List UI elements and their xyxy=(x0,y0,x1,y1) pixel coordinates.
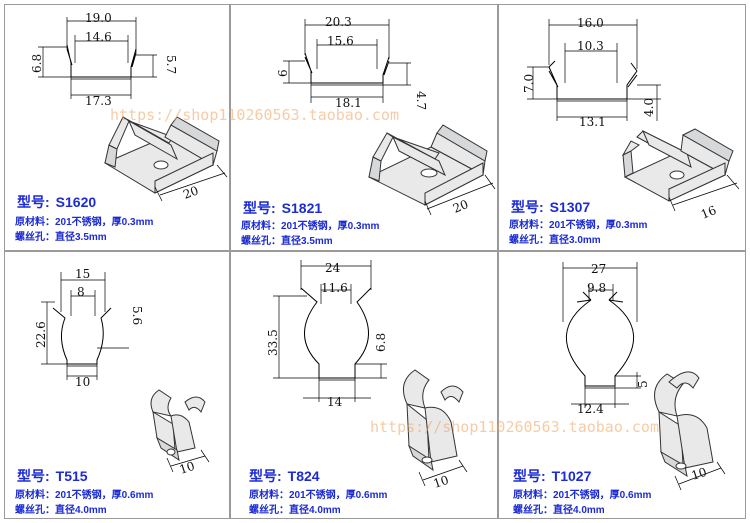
model-label: 型号:S1307 xyxy=(511,199,591,215)
spec-material: 原材料：201不锈钢，厚0.3mm xyxy=(15,217,154,228)
panel-t824: 24 11.6 33.5 6.8 14 10 型号:T824 原材料：201不锈… xyxy=(230,251,498,519)
model-label: 型号:S1821 xyxy=(243,200,323,216)
spec-material: 原材料：201不锈钢，厚0.6mm xyxy=(249,490,388,501)
dim-bottom-width: 10 xyxy=(75,375,90,389)
dim-top-width: 19.0 xyxy=(85,11,112,25)
dim-top-width: 15 xyxy=(75,267,90,281)
dim-left-height: 22.6 xyxy=(34,321,48,348)
dim-inner-width: 9.8 xyxy=(587,281,606,295)
clip-3d-t1027 xyxy=(654,371,714,478)
dim-right-height: 5 xyxy=(636,380,650,388)
model-code: S1307 xyxy=(549,199,591,215)
dim-top-width: 24 xyxy=(325,261,341,275)
model-label: 型号:T515 xyxy=(17,468,88,484)
model-label: 型号:T1027 xyxy=(513,468,592,484)
spec-material: 原材料：201不锈钢，厚0.6mm xyxy=(15,490,154,501)
dim-clip-length: 20 xyxy=(451,197,470,216)
watermark: https://shop110260563.taobao.com xyxy=(110,106,399,124)
model-code: S1620 xyxy=(55,194,97,210)
panel-s1620: 19.0 14.6 6.8 5.7 17.3 xyxy=(4,4,230,251)
model-code: T515 xyxy=(55,468,88,484)
model-code: S1821 xyxy=(281,200,323,216)
dim-right-height: 4.0 xyxy=(642,98,656,117)
dim-bottom-width: 12.4 xyxy=(577,402,604,416)
model-label: 型号:S1620 xyxy=(17,194,97,210)
spec-screw-hole: 螺丝孔：直径4.0mm xyxy=(513,505,605,516)
dim-left-height: 7.0 xyxy=(522,74,536,93)
dim-bottom-width: 13.1 xyxy=(579,115,606,129)
spec-screw-hole: 螺丝孔：直径3.0mm xyxy=(509,235,601,246)
dim-clip-length: 10 xyxy=(690,465,709,483)
drawing-s1821: 20.3 15.6 6 4.7 18.1 20 xyxy=(276,15,496,216)
model-label: 型号:T824 xyxy=(249,468,320,484)
drawing-s1307: 16.0 10.3 7.0 4.0 13.1 16 xyxy=(522,16,740,222)
dim-bottom-width: 18.1 xyxy=(335,96,362,110)
dim-left-height: 6.8 xyxy=(30,54,44,73)
drawing-s1620: 19.0 14.6 6.8 5.7 17.3 xyxy=(30,11,228,202)
clip-3d-t515 xyxy=(150,389,206,462)
spec-screw-hole: 螺丝孔：直径3.5mm xyxy=(241,236,333,247)
dim-inner-width: 10.3 xyxy=(577,39,604,53)
dim-clip-length: 20 xyxy=(181,183,200,201)
clip-3d-s1821 xyxy=(367,124,488,206)
model-code: T824 xyxy=(287,468,320,484)
drawing-t1027: 27 9.8 5 12.4 10 xyxy=(562,262,726,491)
clip-profile-t1027 xyxy=(565,299,635,387)
dim-right-height: 5.7 xyxy=(164,55,178,74)
drawing-t824: 24 11.6 33.5 6.8 14 10 xyxy=(266,260,468,491)
dim-bottom-width: 14 xyxy=(327,395,343,409)
dim-left-height: 6 xyxy=(276,69,290,77)
dim-top-width: 20.3 xyxy=(325,15,352,29)
panel-t1027: 27 9.8 5 12.4 10 型号:T1027 原材料：201不锈钢，厚0.… xyxy=(498,251,746,519)
dim-inner-width: 8 xyxy=(77,285,85,299)
clip-profile-t515 xyxy=(52,307,112,365)
dim-left-height: 33.5 xyxy=(266,329,280,356)
clip-profile-t824 xyxy=(300,287,372,379)
clip-3d-s1307 xyxy=(621,128,734,202)
spec-screw-hole: 螺丝孔：直径3.5mm xyxy=(15,232,107,243)
dim-inner-width: 11.6 xyxy=(321,281,348,295)
spec-screw-hole: 螺丝孔：直径4.0mm xyxy=(249,505,341,516)
dim-clip-length: 16 xyxy=(699,203,718,222)
panel-s1307: 16.0 10.3 7.0 4.0 13.1 16 xyxy=(498,4,746,251)
clip-3d-s1620 xyxy=(103,116,220,194)
clip-3d-t824 xyxy=(402,369,464,472)
dim-clip-length: 10 xyxy=(178,459,197,477)
watermark: https://shop110260563.taobao.com xyxy=(370,418,659,436)
spec-screw-hole: 螺丝孔：直径4.0mm xyxy=(15,505,107,516)
dim-right-height: 5.6 xyxy=(130,306,144,325)
channel-profile-s1620 xyxy=(66,44,137,78)
dim-inner-width: 15.6 xyxy=(327,34,354,48)
dim-inner-width: 14.6 xyxy=(85,30,112,44)
spec-material: 原材料：201不锈钢，厚0.3mm xyxy=(241,221,380,232)
drawing-t515: 15 8 22.6 5.6 10 10 xyxy=(34,267,210,477)
dim-top-width: 27 xyxy=(591,262,606,276)
spec-material: 原材料：201不锈钢，厚0.3mm xyxy=(509,220,648,231)
dim-right-height: 6.8 xyxy=(374,333,388,352)
panel-t515: 15 8 22.6 5.6 10 10 型号:T515 原材料：201不锈钢，厚… xyxy=(4,251,230,519)
model-code: T1027 xyxy=(551,468,592,484)
dim-bottom-width: 17.3 xyxy=(85,94,112,108)
dim-top-width: 16.0 xyxy=(577,16,604,30)
panel-s1821: 20.3 15.6 6 4.7 18.1 20 xyxy=(230,4,498,251)
spec-material: 原材料：201不锈钢，厚0.6mm xyxy=(513,490,652,501)
dim-clip-length: 10 xyxy=(432,473,451,491)
dim-right-height: 4.7 xyxy=(414,91,428,110)
